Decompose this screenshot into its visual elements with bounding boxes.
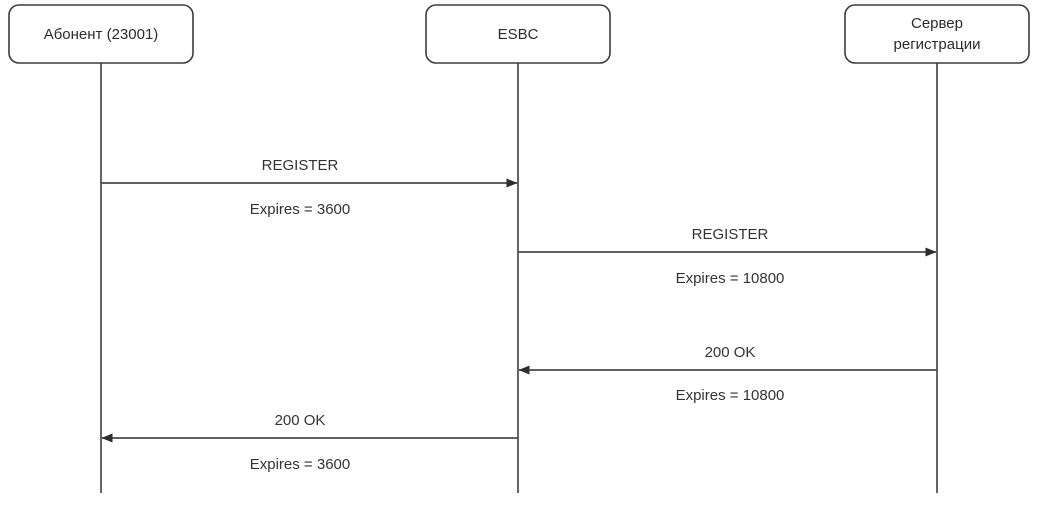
participant-box-subscriber[interactable] [8, 4, 194, 64]
participant-box-esbc[interactable] [425, 4, 611, 64]
participant-esbc[interactable]: ESBC [425, 4, 611, 64]
message-label-3: 200 OK [705, 344, 756, 361]
participant-label-registrar-line2: регистрации [894, 36, 981, 53]
participant-registrar[interactable]: Сервер регистрации [844, 4, 1030, 64]
message-200ok-registrar-to-esbc[interactable]: 200 OK Expires = 10800 [518, 344, 937, 404]
message-sublabel-3: Expires = 10800 [676, 387, 785, 404]
message-register-esbc-to-registrar[interactable]: REGISTER Expires = 10800 [518, 226, 937, 287]
message-sublabel-2: Expires = 10800 [676, 270, 785, 287]
participant-box-registrar[interactable] [844, 4, 1030, 64]
message-label-1: REGISTER [262, 157, 339, 174]
message-sublabel-1: Expires = 3600 [250, 201, 350, 218]
message-label-2: REGISTER [692, 226, 769, 243]
message-label-4: 200 OK [275, 412, 326, 429]
participant-label-registrar-line1: Сервер [911, 15, 963, 32]
message-200ok-esbc-to-subscriber[interactable]: 200 OK Expires = 3600 [101, 412, 518, 473]
participant-label-esbc: ESBC [498, 26, 539, 43]
lifelines-group [100, 63, 938, 493]
message-register-subscriber-to-esbc[interactable]: REGISTER Expires = 3600 [101, 157, 518, 218]
message-sublabel-4: Expires = 3600 [250, 456, 350, 473]
participant-label-subscriber: Абонент (23001) [44, 26, 159, 43]
participant-subscriber[interactable]: Абонент (23001) [8, 4, 194, 64]
